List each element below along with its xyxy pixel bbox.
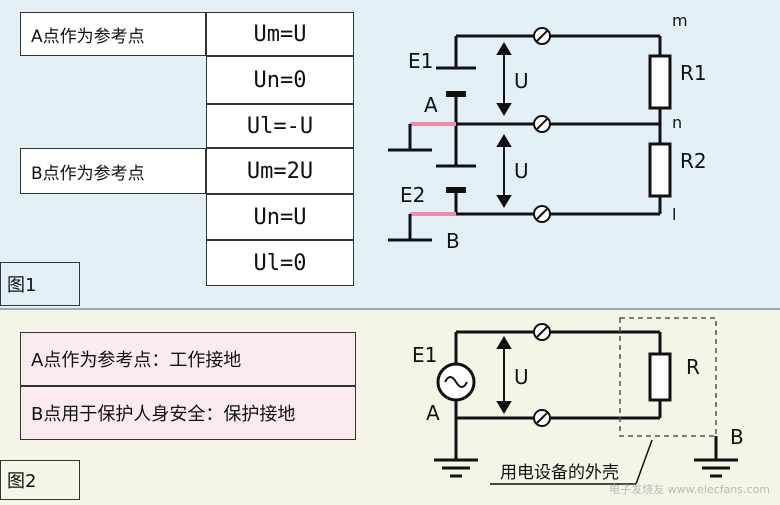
ground-protective-icon xyxy=(694,436,738,478)
label-a: A xyxy=(424,93,438,117)
label-e2: E2 xyxy=(400,183,425,207)
table1-cell-un-a: Un=0 xyxy=(206,56,354,104)
table2-row-working-ground: A点作为参考点：工作接地 xyxy=(20,332,356,386)
label-r1: R1 xyxy=(680,61,707,85)
battery-e1-icon xyxy=(436,66,476,97)
resistor-r-icon xyxy=(648,352,672,402)
figure2-caption: 图2 xyxy=(0,460,80,500)
enclosure-leader-line xyxy=(490,439,653,485)
battery-e2-icon xyxy=(436,164,476,193)
label-l: l xyxy=(672,205,676,224)
label-b-2: B xyxy=(730,425,744,449)
terminal-icons xyxy=(533,27,551,223)
label-enclosure: 用电设备的外壳 xyxy=(500,463,619,483)
label-r2: R2 xyxy=(680,149,707,173)
watermark: 电子发烧友 www.elecfans.com xyxy=(609,483,770,496)
table1-cell-un-b: Un=U xyxy=(206,194,354,240)
figure1-caption: 图1 xyxy=(0,262,80,306)
circuit1-diagram: E1 A E2 B U U R1 R2 m n l xyxy=(388,11,707,253)
label-m: m xyxy=(672,11,688,30)
table1-cell-um-b: Um=2U xyxy=(206,148,354,194)
voltage-arrow-icon xyxy=(496,336,512,414)
label-u-2: U xyxy=(514,365,529,389)
ac-source-icon xyxy=(436,362,476,402)
label-n: n xyxy=(672,113,682,132)
table1-cell-ul-b: Ul=0 xyxy=(206,240,354,286)
voltage-arrow-bottom-icon xyxy=(496,134,512,208)
circuit2-diagram: E1 A U R B 用电设备的外壳 xyxy=(412,317,744,485)
ground-a-icon xyxy=(388,122,456,152)
resistor-r1-icon xyxy=(648,54,672,110)
figure2-panel: A点作为参考点：工作接地 B点用于保护人身安全：保护接地 图2 xyxy=(0,310,780,505)
ground-b-icon xyxy=(388,212,456,242)
label-b: B xyxy=(446,229,460,253)
label-e1: E1 xyxy=(408,49,433,73)
table1-cell-um-a: Um=U xyxy=(206,12,354,56)
table1-cell-ul-a: Ul=-U xyxy=(206,104,354,148)
label-a-2: A xyxy=(426,401,440,425)
label-u-bottom: U xyxy=(514,159,529,183)
figure1-panel: A点作为参考点 Um=U Un=0 Ul=-U B点作为参考点 Um=2U Un… xyxy=(0,0,780,310)
label-r-2: R xyxy=(686,355,700,379)
ground-working-icon xyxy=(434,450,478,478)
resistor-r2-icon xyxy=(648,142,672,198)
voltage-arrow-top-icon xyxy=(496,42,512,116)
table2-row-protective-ground: B点用于保护人身安全：保护接地 xyxy=(20,386,356,440)
label-e1-2: E1 xyxy=(412,343,437,367)
label-u-top: U xyxy=(514,69,529,93)
terminal-icons-2 xyxy=(533,323,551,427)
table1-group-a: A点作为参考点 xyxy=(20,12,206,56)
equipment-enclosure xyxy=(619,317,717,437)
table1-group-b: B点作为参考点 xyxy=(20,148,206,194)
